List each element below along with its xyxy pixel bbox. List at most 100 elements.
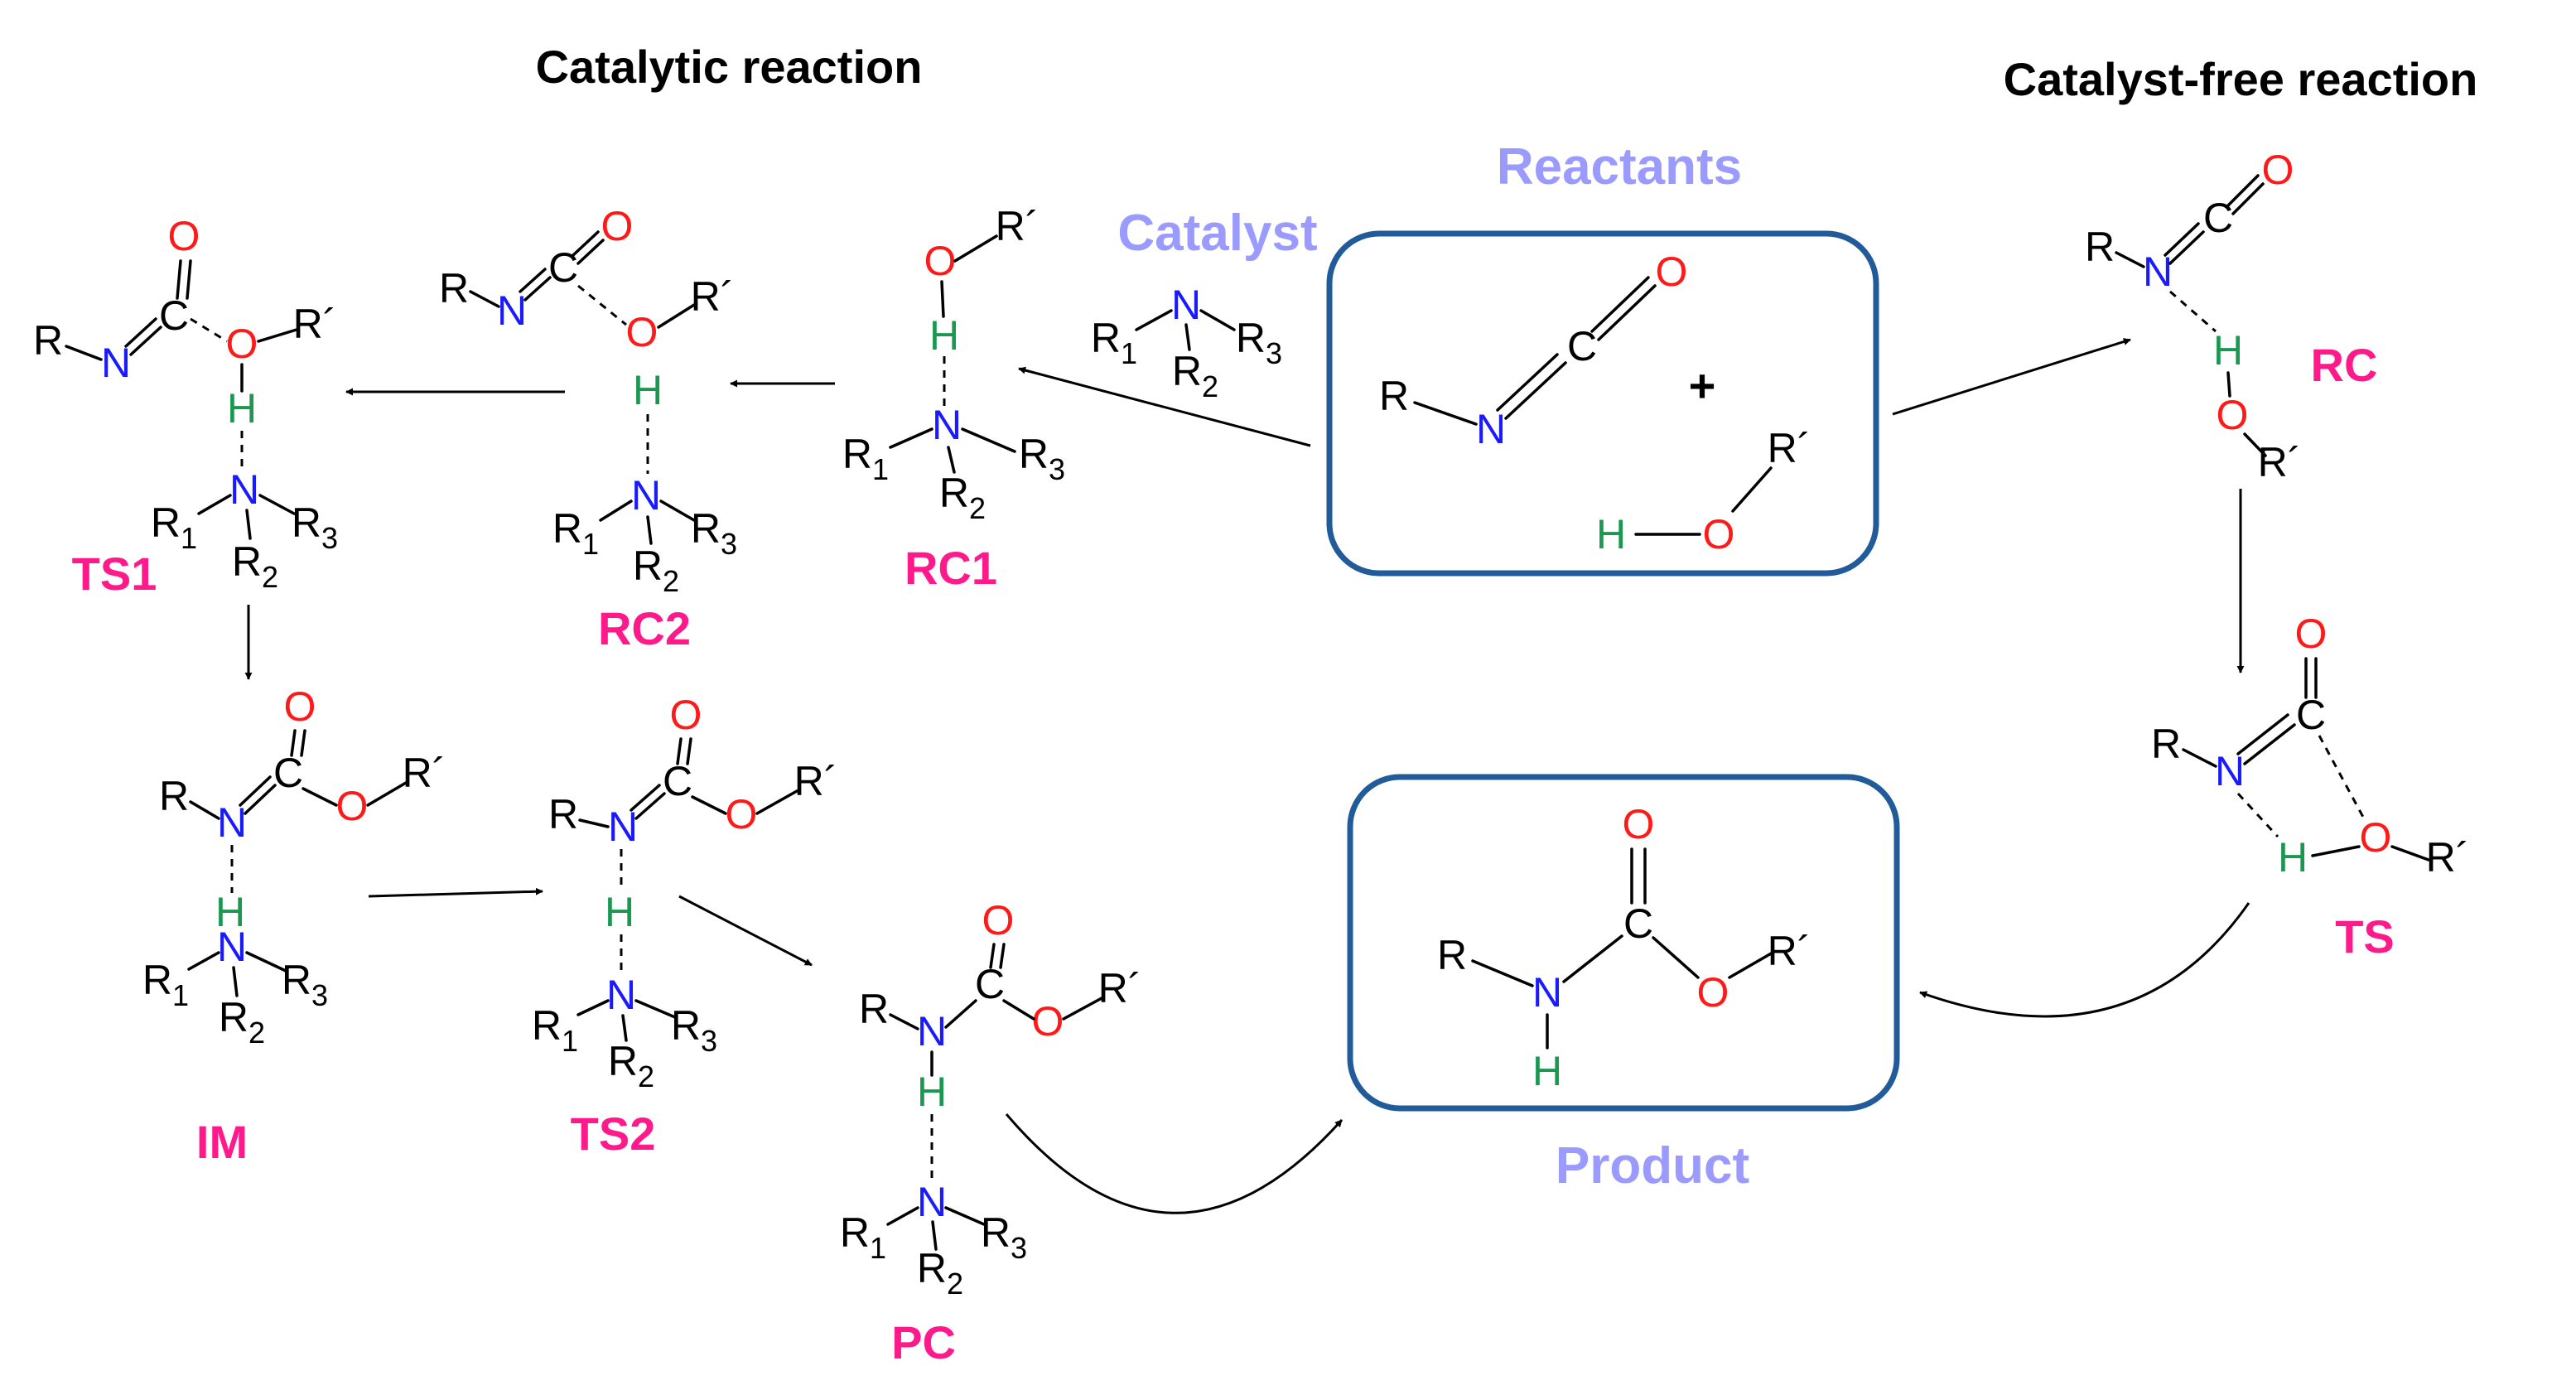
atom-n: N (608, 804, 638, 850)
arrow-im-to-ts2 (368, 887, 543, 898)
product-label: Product (1556, 1137, 1749, 1195)
label-ts: TS (2335, 910, 2395, 963)
atom-h: H (633, 367, 663, 413)
atom-o: O (601, 203, 634, 249)
atom-c: C (548, 244, 578, 291)
atom-o: O (2217, 392, 2249, 438)
atom-c: C (2296, 692, 2326, 738)
atom-r: R (439, 265, 469, 311)
atom-r1: R1 (151, 500, 197, 555)
atom-o: O (726, 791, 758, 837)
atom-r-prime: R´ (2258, 439, 2302, 485)
atom-h: H (929, 312, 959, 359)
atom-h: H (215, 889, 245, 935)
atom-r3: R3 (691, 505, 737, 561)
arrow-ts2-to-pc (678, 895, 813, 967)
atom-o: O (1623, 801, 1655, 847)
atom-r: R (548, 791, 578, 837)
atom-r2: R2 (232, 538, 278, 594)
atom-o: O (626, 309, 658, 355)
atom-h: H (1532, 1048, 1562, 1094)
catalyst-label: Catalyst (1117, 205, 1317, 262)
atom-r2: R2 (608, 1038, 654, 1093)
atom-c: C (2203, 195, 2233, 241)
atom-h: H (2278, 834, 2308, 881)
atom-r3: R3 (1019, 431, 1065, 486)
atom-o: O (1697, 969, 1729, 1016)
atom-r2: R2 (633, 543, 679, 598)
atom-o: O (168, 213, 200, 259)
plus-sign: + (1689, 360, 1716, 412)
label-im: IM (196, 1116, 248, 1168)
atom-r: R (159, 773, 189, 819)
atom-n: N (229, 466, 259, 513)
atom-o: O (982, 897, 1015, 944)
atom-r3: R3 (1236, 315, 1282, 370)
atom-h: H (227, 385, 257, 432)
species-rc: R N C O H O R´ RC (2085, 147, 2378, 485)
atom-r: R (33, 317, 63, 364)
label-pc: PC (891, 1316, 956, 1368)
arrow-reactants-to-rc1 (1018, 366, 1311, 447)
atom-r: R (1437, 932, 1467, 978)
atom-n: N (606, 972, 636, 1018)
atom-r-prime: R´ (293, 301, 337, 347)
atom-o: O (226, 321, 258, 367)
arrow-ts-to-product (1919, 902, 2250, 1018)
atom-r-prime: R´ (1098, 965, 1142, 1011)
atom-r1: R1 (840, 1209, 886, 1265)
atom-n: N (1476, 406, 1506, 452)
species-im: R N C O O R´ H N R1 R3 R2 IM (142, 683, 446, 1168)
atom-r1: R1 (1091, 315, 1137, 370)
reactant-isocyanate: R N C O (1379, 249, 1688, 452)
atom-n: N (1532, 969, 1562, 1016)
heading-catalyst-free-reaction: Catalyst-free reaction (2004, 53, 2478, 105)
atom-o: O (2295, 611, 2328, 657)
atom-r3: R3 (671, 1002, 717, 1058)
atom-o: O (336, 783, 369, 829)
atom-r3: R3 (981, 1209, 1027, 1265)
atom-o: O (2262, 147, 2294, 193)
atom-o: O (1032, 998, 1064, 1045)
atom-r3: R3 (282, 957, 328, 1012)
product-box (1347, 774, 1900, 1112)
atom-r: R (1379, 373, 1409, 419)
atom-r-prime: R´ (403, 750, 446, 796)
atom-r-prime: R´ (2426, 834, 2470, 881)
species-ts: R N C O H O R´ TS (2151, 611, 2469, 963)
atom-n: N (917, 1179, 947, 1225)
atom-c: C (663, 758, 692, 804)
atom-r: R (859, 986, 889, 1032)
label-ts1: TS1 (72, 548, 157, 600)
atom-n: N (1171, 282, 1201, 328)
reactants-box (1326, 230, 1879, 577)
atom-o: O (924, 238, 957, 284)
atom-n: N (2215, 748, 2245, 794)
atom-h: H (1596, 511, 1626, 557)
atom-r1: R1 (842, 431, 889, 486)
atom-n: N (497, 287, 527, 334)
arrow-reactants-to-rc (1892, 338, 2131, 416)
atom-r: R (2085, 224, 2115, 270)
atom-r-prime: R´ (794, 758, 838, 804)
atom-r-prime: R´ (996, 203, 1040, 249)
label-rc1: RC1 (904, 542, 997, 594)
atom-c: C (1623, 900, 1653, 947)
atom-r: R (2151, 721, 2181, 767)
atom-c: C (159, 292, 189, 339)
species-pc: R N C O O R´ H N R1 R3 R2 PC (840, 897, 1141, 1368)
atom-r1: R1 (142, 957, 189, 1012)
atom-h: H (605, 889, 634, 935)
arrow-pc-to-product (1005, 1113, 1343, 1214)
atom-o: O (670, 692, 702, 738)
atom-r2: R2 (1172, 348, 1218, 403)
atom-r1: R1 (552, 505, 599, 561)
atom-r-prime: R´ (691, 273, 735, 320)
label-ts2: TS2 (571, 1108, 656, 1160)
reactant-alcohol: H O R´ (1596, 425, 1811, 557)
atom-r1: R1 (532, 1002, 578, 1058)
atom-o: O (1703, 511, 1735, 557)
atom-r2: R2 (219, 994, 265, 1050)
atom-r2: R2 (917, 1245, 963, 1301)
